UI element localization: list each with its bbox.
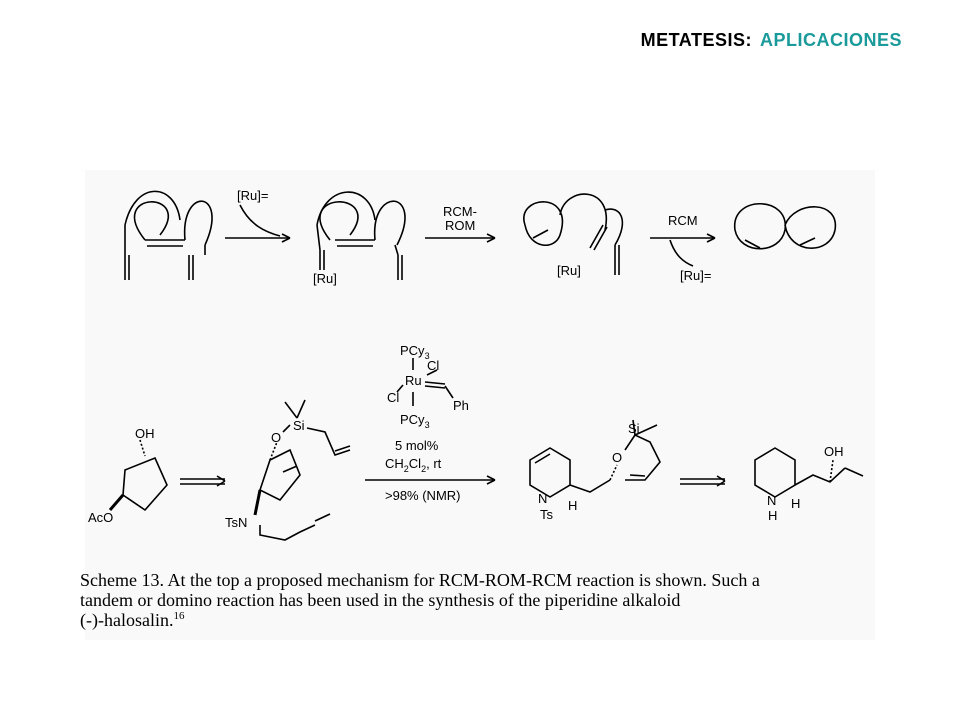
catalyst-pcy3-bottom: PCy3	[400, 412, 430, 430]
caption-line-3-text: (-)-halosalin.	[80, 610, 174, 630]
halosalin-n: N	[767, 493, 776, 508]
silyl-o: O	[271, 430, 281, 445]
silyl-si: Si	[293, 418, 305, 433]
start-aco: AcO	[88, 510, 113, 525]
catalyst-pcy3-top: PCy3	[400, 343, 430, 361]
rcm-product-si: Si	[628, 421, 640, 436]
scheme-caption: Scheme 13. At the top a proposed mechani…	[80, 570, 880, 630]
arrow-1-reagent: [Ru]=	[237, 188, 268, 203]
halosalin-product	[754, 447, 864, 498]
reaction-scheme: [Ru]= [Ru] RCM- ROM [Ru] RCM [Ru]=	[88, 188, 864, 541]
catalyst-ru: Ru	[405, 373, 422, 388]
halosalin-nh: H	[768, 508, 777, 523]
multi-step-arrow-1	[180, 478, 225, 485]
grubbs-catalyst	[396, 358, 454, 406]
halosalin-oh: OH	[824, 444, 844, 459]
silyl-ether-intermediate	[253, 399, 351, 541]
start-cyclopentane	[108, 439, 168, 512]
top-substrate	[124, 190, 213, 280]
rcm-product-n: N	[538, 491, 547, 506]
caption-line-3: (-)-halosalin.16	[80, 610, 880, 630]
catalyst-cl-1: Cl	[427, 358, 439, 373]
title-aplicaciones: APLICACIONES	[759, 30, 902, 50]
caption-reference: 16	[173, 610, 185, 622]
top-intermediate-1	[316, 191, 406, 280]
multi-step-arrow-2	[680, 478, 725, 485]
top-intermediate-2	[523, 193, 624, 275]
rcm-product-o: O	[612, 450, 622, 465]
intermediate-2-ru: [Ru]	[557, 263, 581, 278]
start-oh: OH	[135, 426, 155, 441]
arrow-3-release: [Ru]=	[680, 268, 711, 283]
catalyst-cl-2: Cl	[387, 390, 399, 405]
condition-solvent: CH2Cl2, rt	[385, 456, 442, 474]
rcm-product-h: H	[568, 498, 577, 513]
slide-title: METATESIS: APLICACIONES	[641, 30, 902, 51]
arrow-3-curl	[669, 239, 694, 267]
silyl-tsn: TsN	[225, 515, 247, 530]
top-product	[734, 202, 836, 250]
halosalin-h: H	[791, 496, 800, 511]
reaction-scheme-figure: [Ru]= [Ru] RCM- ROM [Ru] RCM [Ru]=	[85, 170, 875, 640]
rcm-product-ts: Ts	[540, 507, 554, 522]
arrow-2-label-rcm: RCM-	[443, 204, 477, 219]
arrow-1-curl	[239, 204, 281, 237]
intermediate-1-ru: [Ru]	[313, 271, 337, 286]
arrow-2-label-rom: ROM	[445, 218, 475, 233]
condition-yield: >98% (NMR)	[385, 488, 461, 503]
catalyst-ph: Ph	[453, 398, 469, 413]
arrow-3-label-rcm: RCM	[668, 213, 698, 228]
caption-line-2: tandem or domino reaction has been used …	[80, 590, 681, 610]
rcm-product	[529, 419, 661, 498]
condition-loading: 5 mol%	[395, 438, 439, 453]
caption-line-1: Scheme 13. At the top a proposed mechani…	[80, 570, 760, 590]
title-metatesis: METATESIS:	[640, 30, 752, 50]
